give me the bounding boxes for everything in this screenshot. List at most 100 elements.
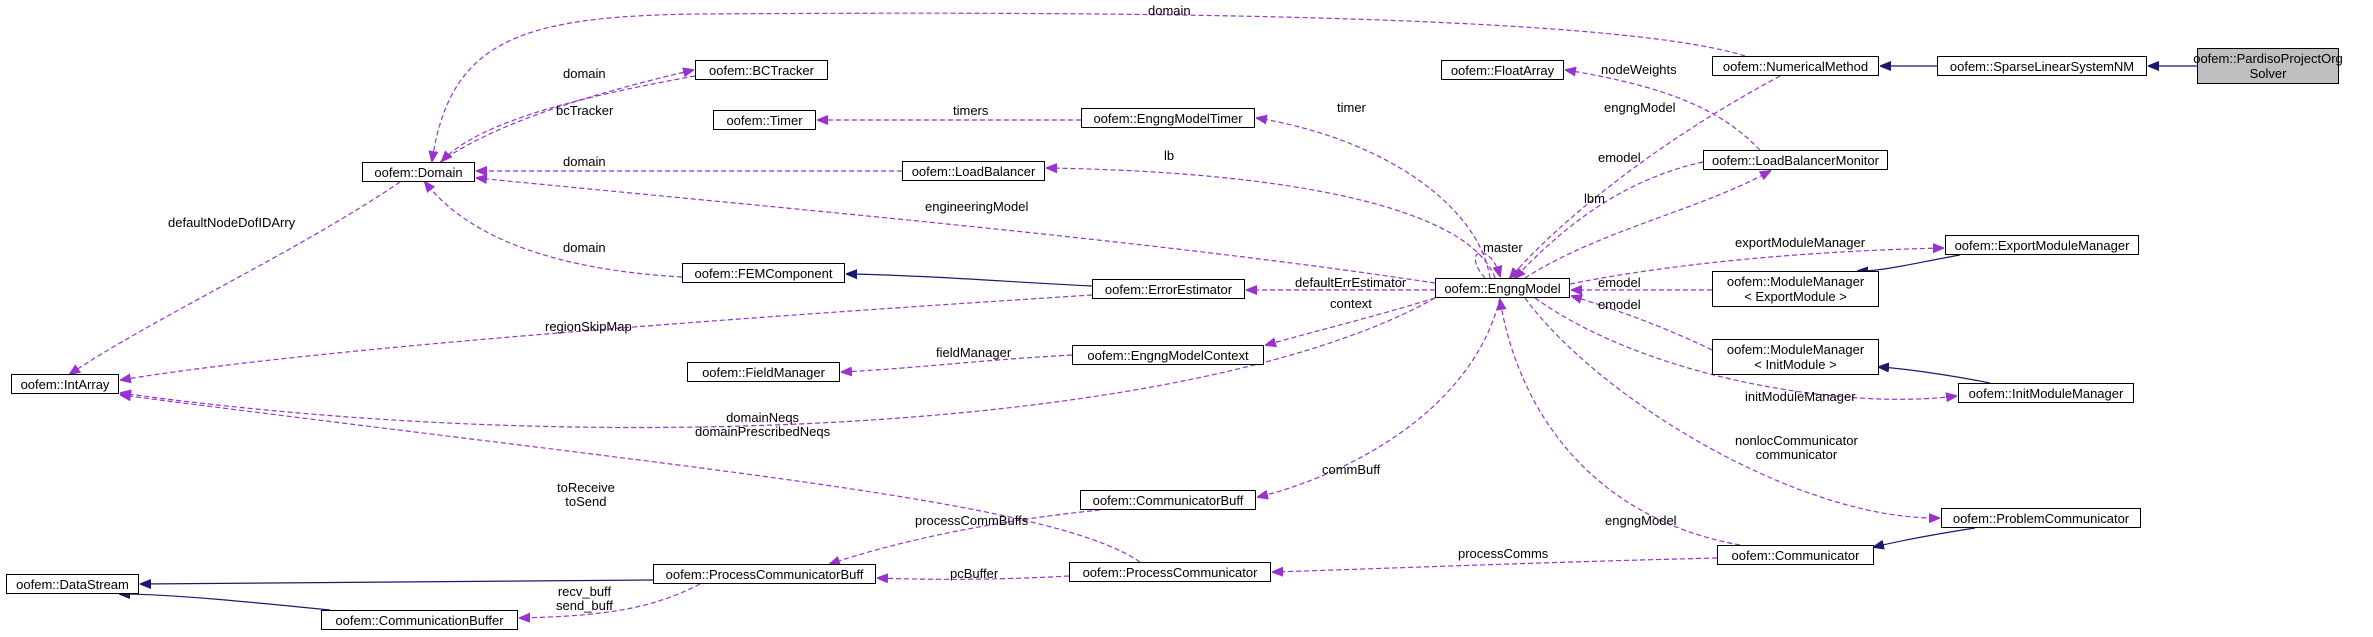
node-module-manager-init[interactable]: oofem::ModuleManager < InitModule >: [1712, 339, 1879, 375]
node-load-balancer[interactable]: oofem::LoadBalancer: [902, 161, 1045, 181]
node-process-communicator-buff-label: oofem::ProcessCommunicatorBuff: [665, 566, 864, 582]
edge-label-engng-model-communicator: engngModel: [1605, 513, 1677, 528]
edge-label-engineering-model: engineeringModel: [925, 199, 1029, 214]
node-timer[interactable]: oofem::Timer: [713, 110, 816, 130]
node-error-estimator[interactable]: oofem::ErrorEstimator: [1092, 279, 1245, 299]
node-process-communicator-label: oofem::ProcessCommunicator: [1082, 564, 1258, 580]
edge-label-emodel-lbm: emodel: [1598, 150, 1641, 165]
edge-label-pc-buffer: pcBuffer: [950, 566, 999, 581]
edge-label-field-manager: fieldManager: [936, 345, 1012, 360]
node-sparse-linear-system-nm-label: oofem::SparseLinearSystemNM: [1949, 58, 2135, 74]
edge-label-context: context: [1330, 296, 1372, 311]
edge-process-comm-int-array: [121, 395, 1141, 563]
node-domain-label: oofem::Domain: [374, 164, 463, 180]
node-load-balancer-label: oofem::LoadBalancer: [911, 163, 1036, 179]
edge-label-lbm: lbm: [1584, 191, 1605, 206]
node-engng-model-timer[interactable]: oofem::EngngModelTimer: [1081, 108, 1255, 128]
edge-communicator-process-comm: [1273, 557, 1718, 572]
node-export-module-manager[interactable]: oofem::ExportModuleManager: [1945, 235, 2139, 255]
edge-label-domain-fem-component: domain: [563, 240, 606, 255]
edge-engng-model-init-mgr: [1534, 297, 1956, 399]
node-module-manager-export-line1: oofem::ModuleManager: [1726, 274, 1865, 289]
edge-export-mgr-to-module-manager: [1858, 254, 1961, 271]
edge-label-timer: timer: [1337, 100, 1366, 115]
edge-engng-model-load-balancer: [1047, 168, 1496, 279]
edge-engng-model-context: [1266, 297, 1436, 345]
node-load-balancer-monitor[interactable]: oofem::LoadBalancerMonitor: [1703, 150, 1888, 170]
edge-label-timers: timers: [953, 103, 989, 118]
node-init-module-manager-label: oofem::InitModuleManager: [1968, 385, 2124, 401]
edge-label-domain-numerical-method: domain: [1148, 3, 1191, 18]
node-timer-label: oofem::Timer: [726, 112, 803, 128]
edge-label-default-node-dof: defaultNodeDofIDArry: [168, 215, 296, 230]
node-engng-model-label: oofem::EngngModel: [1444, 280, 1561, 296]
edge-domain-bctracker: [439, 70, 693, 163]
node-communicator-buff[interactable]: oofem::CommunicatorBuff: [1080, 490, 1256, 510]
edge-label-node-weights: nodeWeights: [1601, 62, 1677, 77]
node-module-manager-init-line1: oofem::ModuleManager: [1726, 342, 1865, 357]
node-pardiso-solver-line2: Solver: [2249, 66, 2287, 81]
node-int-array[interactable]: oofem::IntArray: [11, 374, 119, 394]
edge-label-comm-buff: commBuff: [1322, 462, 1381, 477]
node-data-stream-label: oofem::DataStream: [16, 576, 129, 592]
node-communicator[interactable]: oofem::Communicator: [1717, 545, 1874, 565]
node-float-array-label: oofem::FloatArray: [1450, 62, 1555, 78]
node-pardiso-solver[interactable]: oofem::PardisoProjectOrg Solver: [2193, 48, 2343, 84]
node-load-balancer-monitor-label: oofem::LoadBalancerMonitor: [1712, 152, 1879, 168]
node-communicator-label: oofem::Communicator: [1731, 547, 1860, 563]
edge-label-emodel-export: emodel: [1598, 275, 1641, 290]
node-export-module-manager-label: oofem::ExportModuleManager: [1954, 237, 2130, 253]
edge-label-lb: lb: [1164, 148, 1175, 163]
edge-engng-model-lbm: [1524, 171, 1770, 279]
edge-lbm-float-array: [1566, 70, 1761, 151]
node-domain[interactable]: oofem::Domain: [362, 162, 475, 182]
node-error-estimator-label: oofem::ErrorEstimator: [1104, 281, 1233, 297]
node-engng-model-timer-label: oofem::EngngModelTimer: [1093, 110, 1243, 126]
node-communicator-buff-label: oofem::CommunicatorBuff: [1092, 492, 1244, 508]
edge-problem-comm-to-communicator: [1874, 527, 1976, 547]
edge-label-domain-bctracker: domain: [563, 66, 606, 81]
edge-label-export-module-manager: exportModuleManager: [1735, 235, 1866, 250]
edge-engng-model-timer: [1257, 118, 1491, 279]
edge-context-field-manager: [842, 354, 1073, 372]
node-bc-tracker[interactable]: oofem::BCTracker: [695, 60, 828, 80]
edge-engng-model-export-mgr: [1569, 248, 1943, 285]
node-float-array[interactable]: oofem::FloatArray: [1441, 60, 1564, 80]
edge-domain-fem-component: [425, 182, 683, 278]
node-engng-model-context[interactable]: oofem::EngngModelContext: [1072, 345, 1264, 365]
node-field-manager[interactable]: oofem::FieldManager: [687, 362, 840, 382]
edge-lbm-engng-model: [1515, 161, 1704, 278]
node-communication-buffer-label: oofem::CommunicationBuffer: [335, 612, 504, 628]
node-bc-tracker-label: oofem::BCTracker: [709, 62, 814, 78]
node-process-communicator-buff[interactable]: oofem::ProcessCommunicatorBuff: [653, 564, 876, 584]
edge-label-region-skip-map: regionSkipMap: [545, 319, 632, 334]
node-pardiso-solver-line1: oofem::PardisoProjectOrg: [2193, 51, 2343, 66]
edge-engng-model-int-array: [121, 297, 1436, 429]
node-problem-communicator[interactable]: oofem::ProblemCommunicator: [1941, 508, 2141, 528]
node-data-stream[interactable]: oofem::DataStream: [6, 574, 139, 594]
node-process-communicator[interactable]: oofem::ProcessCommunicator: [1069, 562, 1271, 582]
node-fem-component[interactable]: oofem::FEMComponent: [682, 263, 845, 283]
edge-label-engng-model-numerical: engngModel: [1604, 100, 1676, 115]
edge-engng-model-master: [1474, 252, 1500, 278]
node-numerical-method[interactable]: oofem::NumericalMethod: [1712, 56, 1879, 76]
edge-numerical-method-domain: [432, 12, 1746, 161]
node-engng-model[interactable]: oofem::EngngModel: [1435, 278, 1570, 298]
edge-numerical-method-engng-model: [1510, 75, 1781, 278]
edge-process-buff-communication-buffer: [520, 583, 701, 618]
node-field-manager-label: oofem::FieldManager: [702, 364, 825, 380]
node-communication-buffer[interactable]: oofem::CommunicationBuffer: [321, 610, 518, 630]
edge-process-comm-buff-to-datastream: [141, 580, 654, 584]
edge-communicator-engng-model: [1500, 300, 1741, 546]
node-init-module-manager[interactable]: oofem::InitModuleManager: [1958, 383, 2134, 403]
edge-communication-buffer-to-datastream: [120, 594, 331, 611]
node-sparse-linear-system-nm[interactable]: oofem::SparseLinearSystemNM: [1937, 56, 2147, 76]
edge-error-estimator-int-array: [121, 294, 1093, 380]
edge-error-estimator-to-fem: [847, 274, 1093, 287]
node-problem-communicator-label: oofem::ProblemCommunicator: [1952, 510, 2130, 526]
node-module-manager-export[interactable]: oofem::ModuleManager < ExportModule >: [1712, 271, 1879, 307]
node-fem-component-label: oofem::FEMComponent: [694, 265, 833, 281]
